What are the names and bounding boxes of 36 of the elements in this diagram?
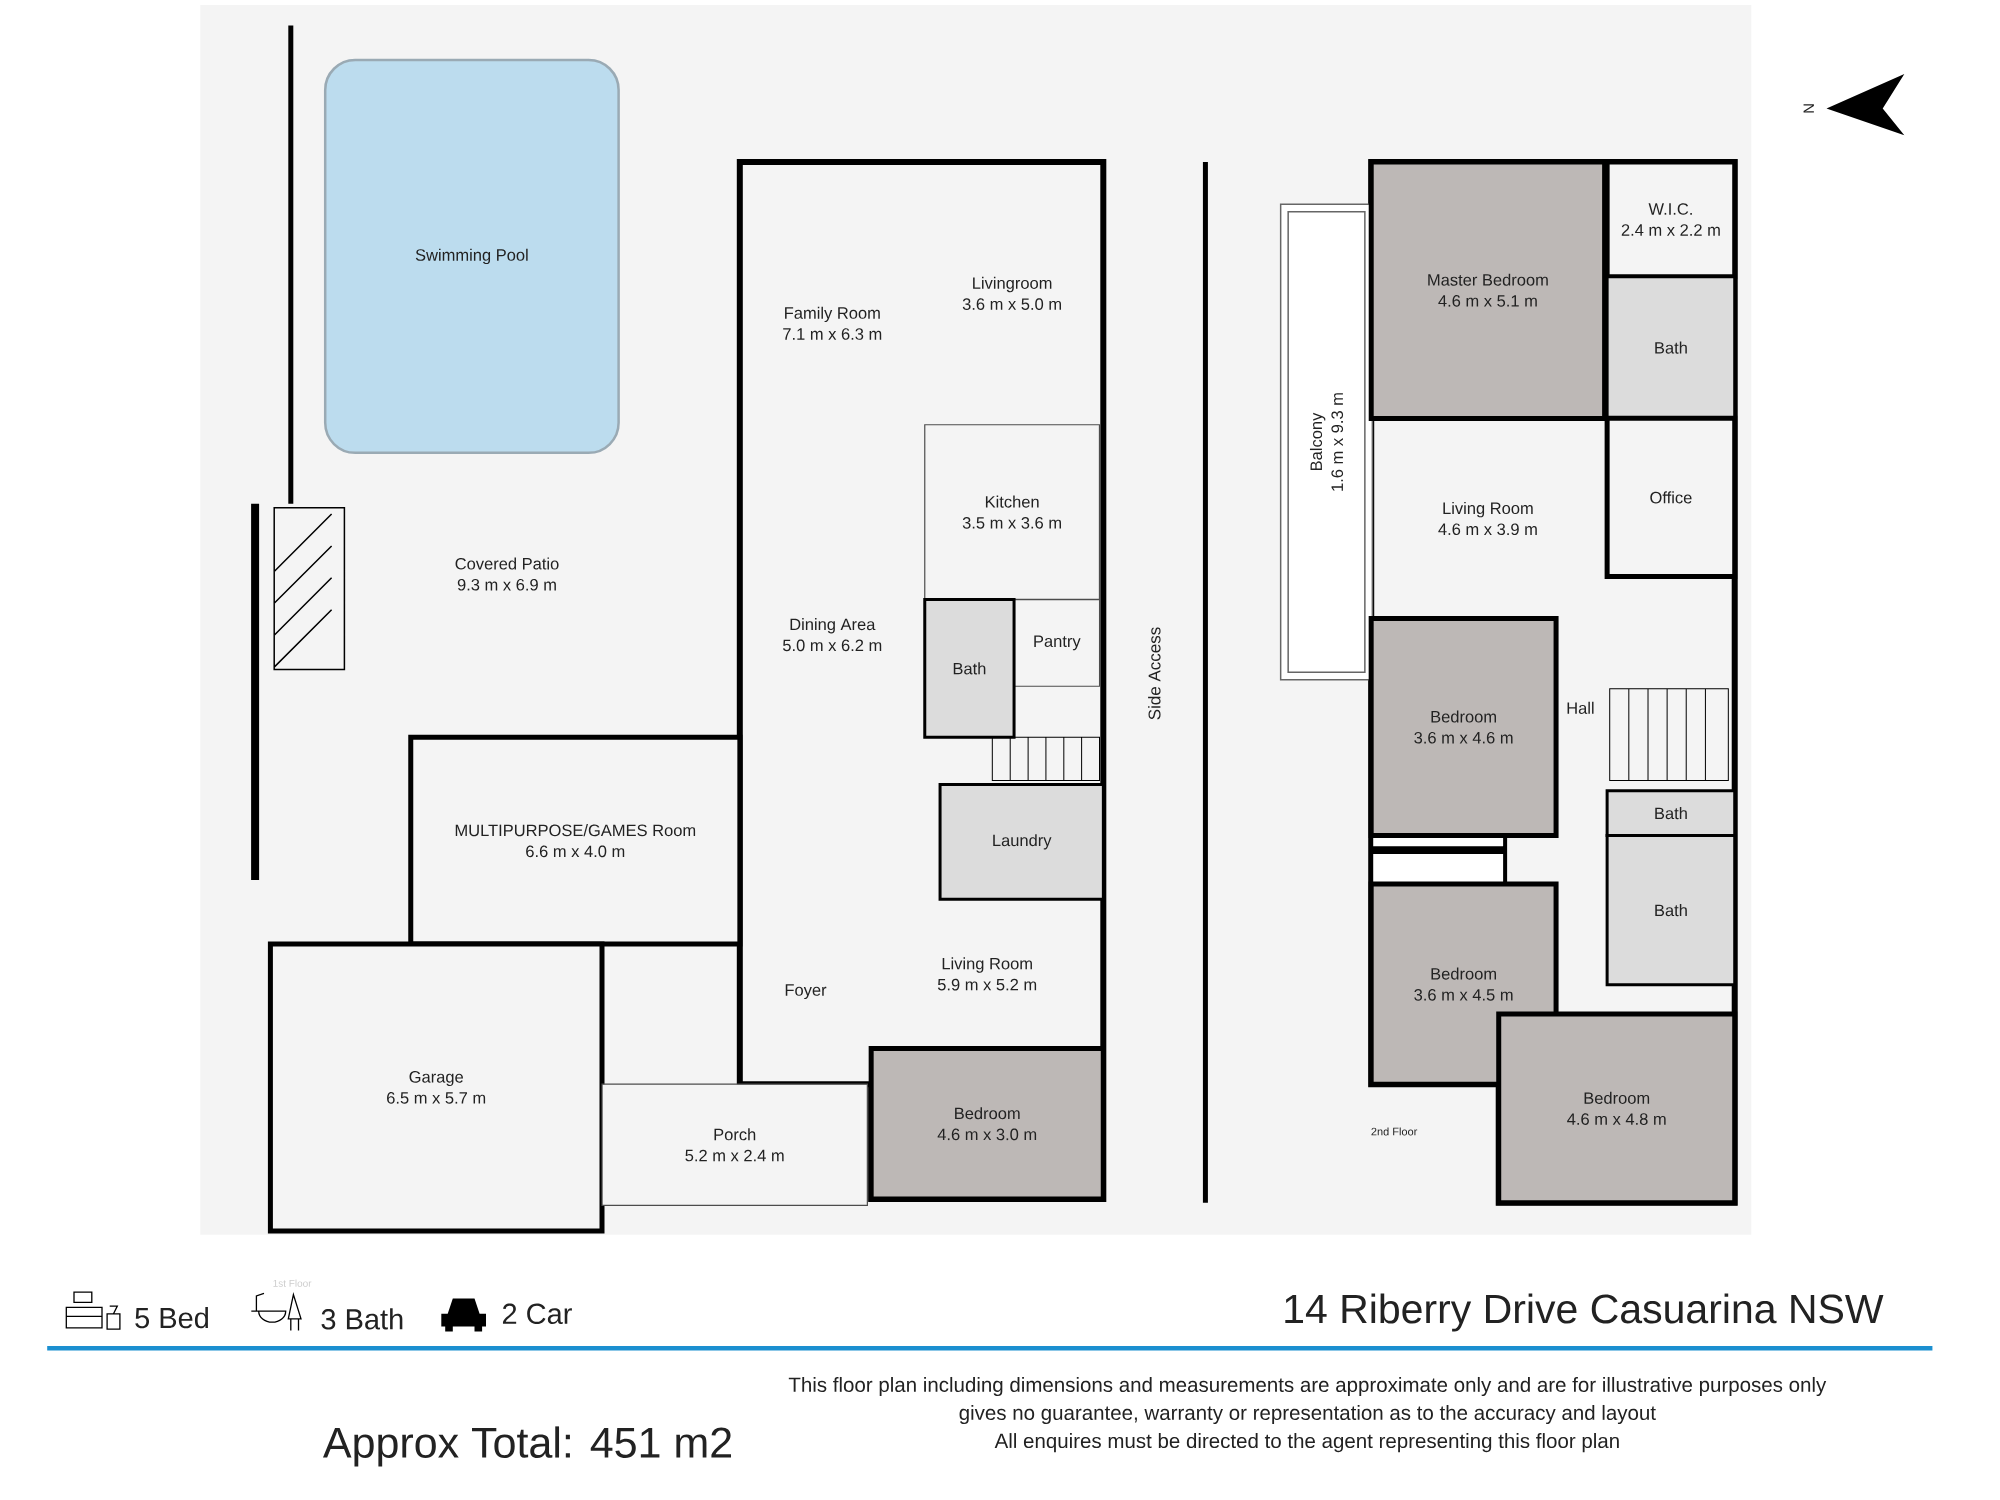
room-box: Master Bedroom 4.6 m x 5.1 m [1368, 159, 1608, 421]
room-box: Bath [1605, 275, 1737, 420]
room-box: Bath [923, 598, 1016, 739]
room-box: Garage 6.5 m x 5.7 m [267, 941, 605, 1234]
swimming-pool: Swimming Pool [323, 58, 620, 455]
room-box: Office [1604, 415, 1738, 579]
feature-label: 5 Bed [135, 1306, 208, 1329]
area-label: Side Access [1148, 627, 1161, 720]
room-box: Porch 5.2 m x 2.4 m [601, 1083, 868, 1206]
room-box: Kitchen 3.5 m x 3.6 m [924, 424, 1101, 601]
room-area: Hall [1567, 701, 1594, 714]
disclaimer-text: gives no guarantee, warranty or representation as to the accuracy and layout [959, 1404, 1656, 1425]
room-area: Family Room 7.1 m x 6.3 m [783, 306, 882, 340]
balcony-outline: Balcony 1.6 m x 9.3 m [1279, 203, 1374, 681]
room-box: MULTIPURPOSE/GAMES Room 6.6 m x 4.0 m [408, 734, 743, 947]
room-area: Livingroom 3.6 m x 5.0 m [962, 276, 1061, 310]
room-box: Bath [1605, 789, 1737, 837]
room-box: Bedroom 3.6 m x 4.6 m [1368, 616, 1559, 838]
disclaimer-text: All enquires must be directed to the agent representing this floor plan [994, 1433, 1619, 1453]
floor-label: 2nd Floor [1371, 1127, 1418, 1136]
room-area: Foyer [785, 984, 827, 1000]
room-area: Living Room 4.6 m x 3.9 m [1438, 501, 1537, 536]
disclaimer-text: This floor plan including dimensions and measurements are approximate only and are for illustrative purposes only [788, 1376, 1827, 1397]
room-box: W.I.C. 2.4 m x 2.2 m [1604, 159, 1738, 280]
room-box: Pantry [1013, 598, 1101, 687]
room-area: Covered Patio 9.3 m x 6.9 m [455, 557, 559, 591]
compass-letter: N [1803, 104, 1814, 113]
feature-label: 2 Car [502, 1303, 572, 1325]
room-area: Dining Area 5.0 m x 6.2 m [783, 618, 882, 652]
room-area: Living Room 5.9 m x 5.2 m [937, 957, 1037, 991]
address-title: 14 Riberry Drive Casuarina NSW [1285, 1293, 1884, 1332]
feature-label: 3 Bath [321, 1308, 403, 1330]
room-box: Laundry [938, 782, 1105, 901]
area-total: Approx Total: 451 m2 [323, 1426, 731, 1467]
room-box: Bedroom 4.6 m x 4.8 m [1496, 1011, 1738, 1206]
room-box: Bedroom 4.6 m x 3.0 m [868, 1045, 1106, 1202]
